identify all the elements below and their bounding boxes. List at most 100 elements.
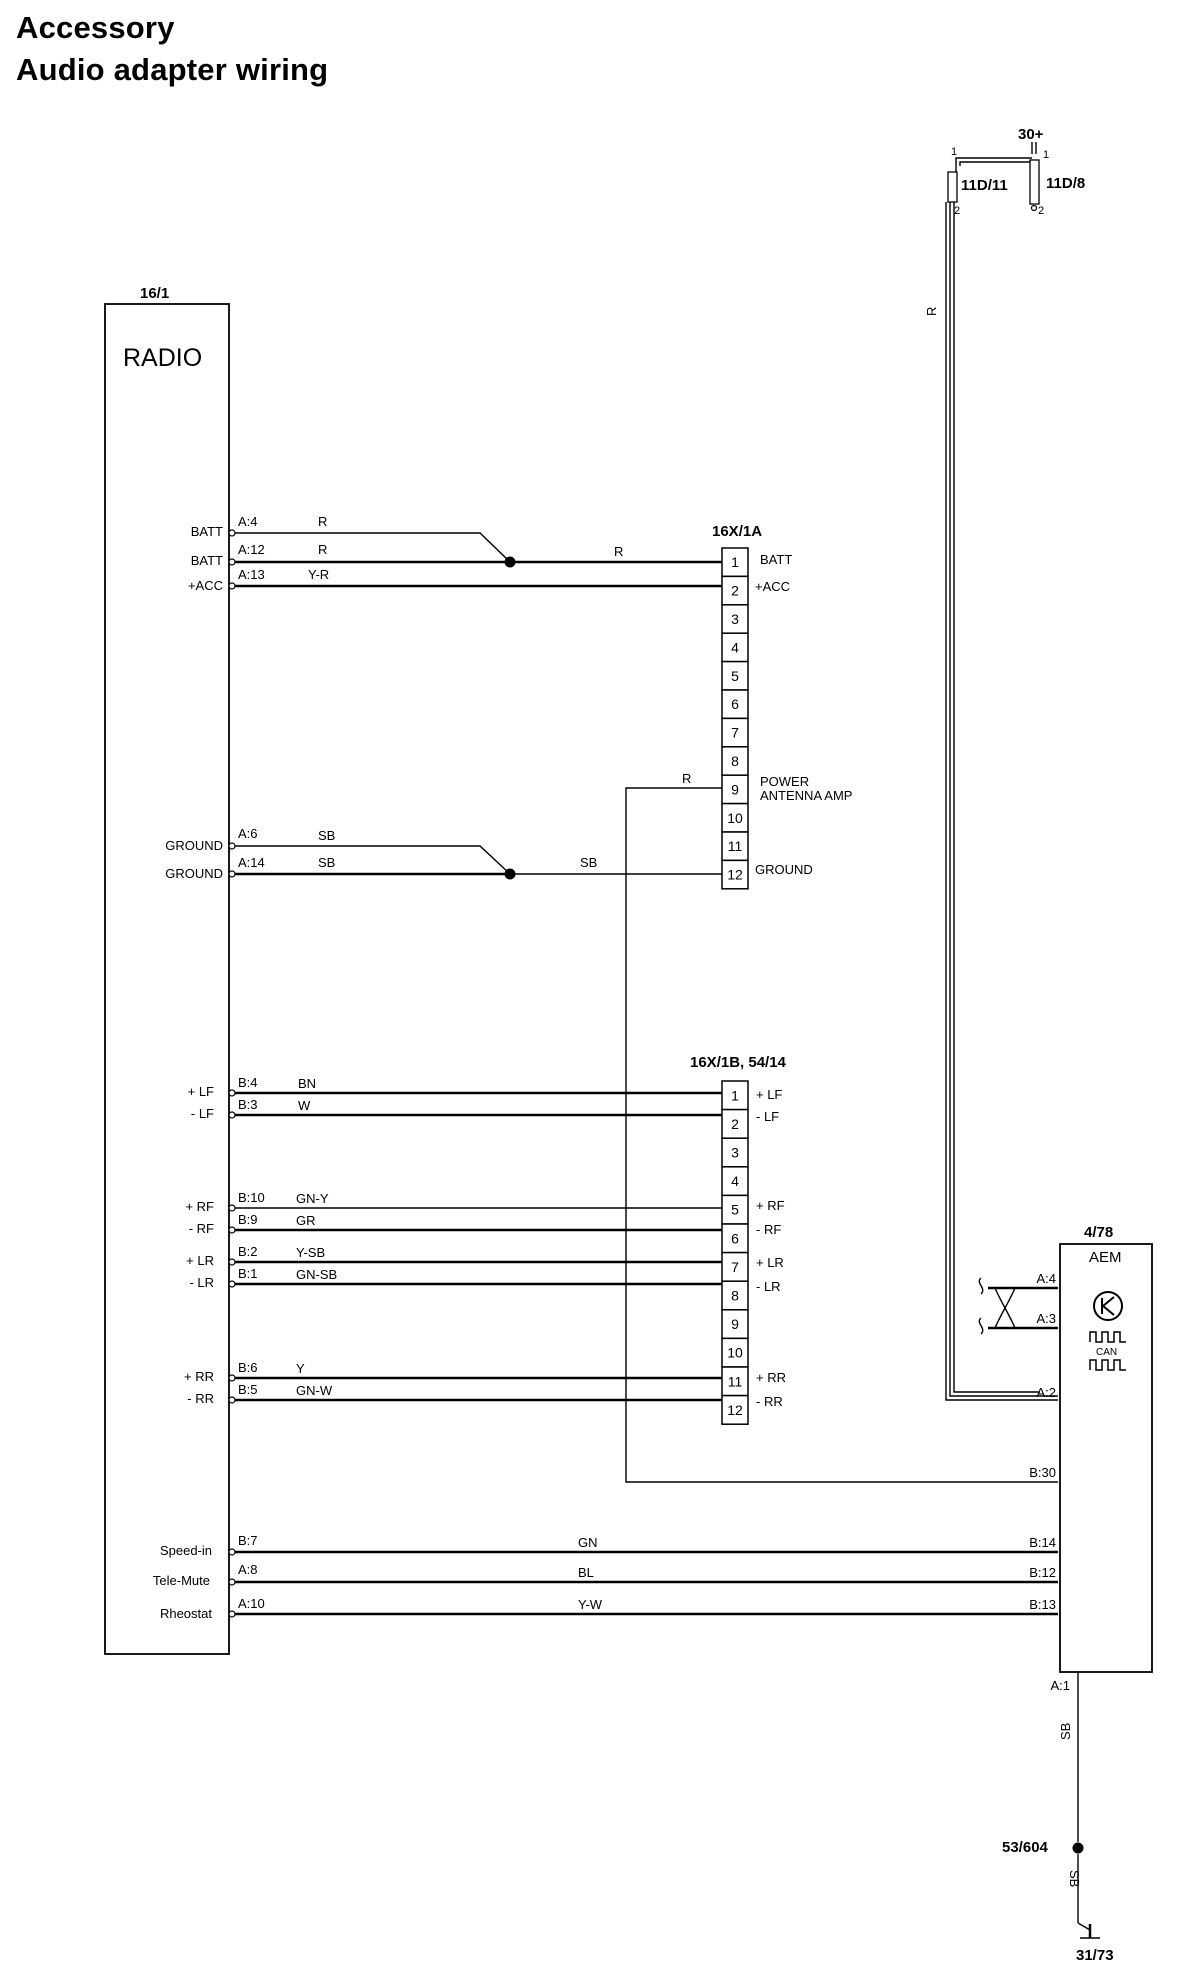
radio-pin-number: A:12 [238,542,265,557]
radio-pin-name: + LF [188,1084,214,1099]
radio-pin-number: B:3 [238,1097,258,1112]
connector-pin-number: 6 [731,1230,739,1246]
aem-pin: A:4 [1036,1271,1056,1286]
radio-pin-number: B:4 [238,1075,258,1090]
connector-pin-number: 10 [727,810,743,826]
radio-pin-name: BATT [191,553,223,568]
radio-pin-name: + RF [185,1199,214,1214]
connector-pin-cell [721,717,749,748]
radio-pin-names: BATT BATT +ACC GROUND GROUND + LF - LF +… [153,524,223,1621]
connector-a-label: GROUND [755,862,813,877]
ground-wires [235,845,722,880]
radio-pin-name: +ACC [188,578,223,593]
aem-pin: A:1 [1050,1678,1070,1693]
can-transceiver-icon: CAN [1089,1291,1126,1371]
connector-pin-number: 5 [731,668,739,684]
connector-pin-cell [721,1251,749,1282]
ground-ref: 31/73 [1076,1947,1114,1964]
connector-a-ref: 16X/1A [712,523,762,540]
fuse-pin: 1 [1043,149,1049,161]
wire-color: SB [318,828,335,843]
aem-ref: 4/78 [1084,1224,1113,1241]
radio-pin-numbers: A:4 A:12 A:13 A:6 A:14 B:4 B:3 B:10 B:9 … [238,514,265,1611]
fuse-pin: 2 [1038,205,1044,217]
radio-pin-name: BATT [191,524,223,539]
can-label: CAN [1096,1347,1117,1358]
aem-module: 4/78 AEM CAN A:4 A:3 A:2 B:30 B:14 B:12 … [1029,1224,1153,1693]
connector-pin-cell [721,1366,749,1397]
radio-pin-name: - RR [187,1391,214,1406]
connector-pin-number: 3 [731,1145,739,1161]
connector-pin-cell [721,746,749,776]
wire-color: Y-W [578,1597,603,1612]
connector-pin-number: 3 [731,611,739,627]
radio-pin-number: B:9 [238,1212,258,1227]
radio-pin-number: B:1 [238,1266,258,1281]
aem-pin: B:12 [1029,1565,1056,1580]
connector-b-label: - LR [756,1279,781,1294]
connector-pin-cell [721,859,749,890]
connector-pin-number: 12 [727,1402,743,1418]
radio-pin-number: B:10 [238,1190,265,1205]
radio-box [104,303,230,1655]
fuse2-ref: 11D/8 [1046,175,1085,192]
fuse-pin: 1 [951,146,957,158]
connector-pin-cell [721,802,749,833]
page-subtitle: Audio adapter wiring [16,52,329,87]
speaker-wires [235,1091,722,1402]
wire-color: SB [318,855,335,870]
power-wires [235,532,722,588]
splice-dot-icon [504,868,516,880]
wire-color: GN-SB [296,1267,337,1282]
connector-b-label: - RR [756,1394,783,1409]
radio-pin-name: Speed-in [160,1543,212,1558]
aem-ground: SB SB 53/604 31/73 [1002,1672,1114,1964]
radio-pin-number: B:7 [238,1533,258,1548]
radio-pin-name: + RR [184,1369,214,1384]
wire-color: BL [578,1565,594,1580]
aem-pin: B:14 [1029,1535,1056,1550]
ground-symbol-icon [1077,1922,1100,1939]
wire-color: SB [1067,1870,1082,1887]
connector-pin-number: 4 [731,639,739,655]
connector-pin-cell [721,604,749,634]
radio-name: RADIO [123,344,202,372]
connector-a-label: BATT [760,552,792,567]
power-wire-colors: R R Y-R R [308,514,623,582]
ground-wire-colors: SB SB SB [318,828,597,870]
aem-pin: B:30 [1029,1465,1056,1480]
connector-pin-number: 8 [731,753,739,769]
radio-pin-name: Tele-Mute [153,1573,210,1588]
wire-color: R [682,771,691,786]
radio-unit: 16/1 RADIO [104,285,230,1655]
aem-pin: A:2 [1036,1385,1056,1400]
supply-circuit: 30+ 1 1 11D/11 2 11D/8 2 R [924,126,1085,1401]
wire-color: GR [296,1213,316,1228]
fuse1-ref: 11D/11 [961,177,1008,194]
radio-pin-number: A:14 [238,855,265,870]
connector-a-label: POWER [760,774,809,789]
connector-b-ref: 16X/1B, 54/14 [690,1054,787,1071]
supply-ref: 30+ [1018,126,1044,143]
aem-pin: B:13 [1029,1597,1056,1612]
wire-color: R [924,307,939,316]
connector-a-label: ANTENNA AMP [760,788,852,803]
wire-color: SB [1058,1723,1073,1740]
connector-b-label: + RF [756,1198,785,1213]
wire-color: BN [298,1076,316,1091]
radio-pin-number: A:13 [238,567,265,582]
page-title: Accessory [16,10,175,45]
fuse-pin: 2 [954,205,960,217]
connector-pin-cell [721,1394,749,1425]
connector-pin-cell [721,831,749,862]
connector-b-label: + LR [756,1255,784,1270]
connector-a-label: +ACC [755,579,790,594]
connector-b-label: + RR [756,1370,786,1385]
aem-name: AEM [1089,1249,1122,1266]
speaker-wire-colors: BN W GN-Y GR Y-SB GN-SB Y GN-W [296,1076,337,1398]
wire-color: Y-SB [296,1245,325,1260]
connector-pin-number: 11 [728,1373,743,1389]
connector-pin-cell [721,689,749,720]
